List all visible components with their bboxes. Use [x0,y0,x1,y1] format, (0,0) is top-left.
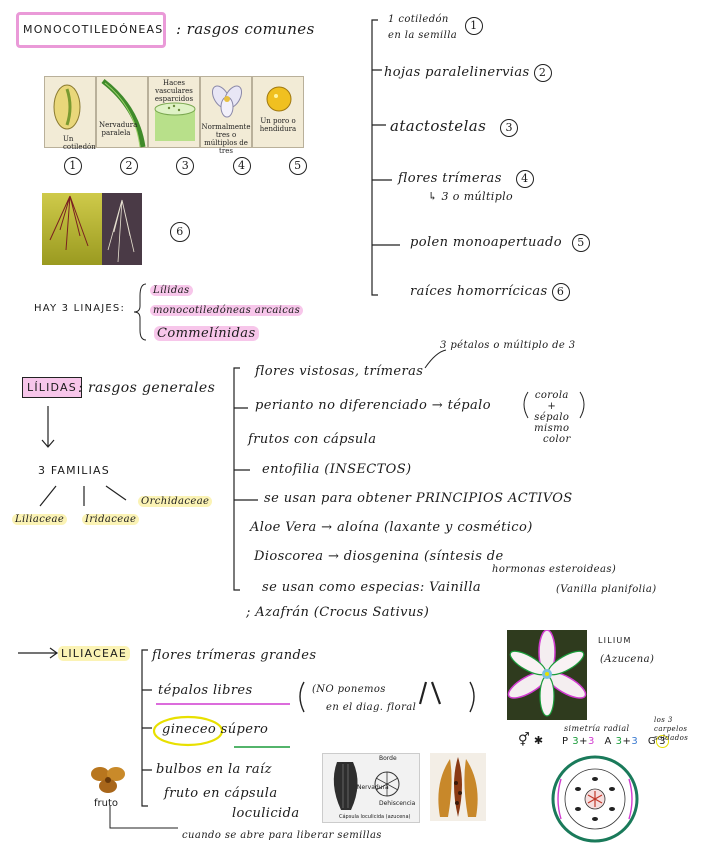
lilidas-trait-5: se usan para obtener PRINCIPIOS ACTIVOS [264,491,573,506]
lilidas-trait-2: perianto no diferenciado → tépalo [255,398,491,413]
lilidas-trait-8: se usan como especias: Vainilla [262,580,482,595]
capsule-icon [333,762,400,810]
open-capsule-icon [438,757,478,817]
formula-note: simetría radial [564,724,630,733]
liliaceae-trait-4: bulbos en la raíz [156,762,272,777]
capsule-label-caption: Cápsula loculicida (azucena) [339,814,411,820]
lilidas-trait-7: Dioscorea → diosgenina (síntesis de [254,549,504,564]
panel-trimerous-flower: Normalmente tres o múltiplos de tres [200,76,252,155]
hermaphrodite-icon: ⚥ [518,733,530,748]
roots-number: 6 [170,222,190,242]
liliaceae-trait-1: flores trímeras grandes [152,648,317,663]
trait-number-3: 3 [500,119,519,137]
liliaceae-title: LILIACEAE [58,646,130,661]
lilidas-trait-8b: (Vanilla planifolia) [556,584,657,595]
lineage-commelinidas: Commelínidas [154,326,259,341]
lilidas-trait-4: entofilia (INSECTOS) [262,462,412,477]
lineages-label: HAY 3 LINAJES: [34,303,126,314]
family-orchidaceae: Orchidaceae [138,496,213,507]
panel-scattered-bundles: Haces vasculares esparcidos [148,76,200,148]
lily-flower-icon [507,630,587,717]
liliaceae-trait-6: loculicida [232,806,300,821]
lilidas-trait-6: Aloe Vera → aloína (laxante y cosmético) [250,520,533,535]
liliaceae-note-2: en el diag. floral [326,702,417,713]
trait-number-2: 2 [533,64,552,82]
lilidas-trait-1: flores vistosas, trímeras [255,364,424,379]
fruto-label: fruto [94,798,119,809]
lilidas-trait-3: frutos con cápsula [248,432,377,447]
open-capsule-photo [430,753,486,821]
panel-parallel-veins: Nervadura paralela [96,76,148,148]
pollen-icon [266,86,292,112]
panel-pollen-pore: Un poro o hendidura [252,76,304,148]
formula-symbols: ⚥ ✱ [518,733,543,748]
lineage-lilidas: Lílidas [150,285,193,296]
capsule-label-nervadura: Nervadura [357,784,389,791]
trait-number-6: 6 [551,283,570,301]
flower-icon [211,85,243,118]
lilidas-trait-7b: hormonas esteroideas) [492,564,617,575]
lilium-common-name: (Azucena) [600,654,655,665]
monocot-subtitle: : rasgos comunes [176,20,315,38]
family-liliaceae: Liliaceae [12,514,68,525]
lilidas-note-top: 3 pétalos o múltiplo de 3 [440,340,576,351]
trait-number-5: 5 [571,234,590,252]
lilidas-title: LÍLIDAS [22,377,82,398]
radial-symmetry-icon: ✱ [533,734,544,747]
liliaceae-trait-2: tépalos libres [158,683,253,698]
leaf-icon [101,79,146,148]
trait-number-4: 4 [515,170,534,188]
capsule-label-borde: Borde [379,755,397,762]
trait-number-1: 1 [464,17,483,35]
lilidas-trait-9: ; Azafrán (Crocus Sativus) [246,605,430,620]
capsule-label-dehiscencia: Dehiscencia [379,800,416,807]
liliaceae-trait-3: gineceo súpero [162,722,269,737]
liliaceae-trait-5: fruto en cápsula [164,786,278,801]
stem-section-icon [154,102,196,141]
lilidas-subtitle: : rasgos generales [78,380,216,396]
liliaceae-trait-7: cuando se abre para liberar semillas [182,830,382,841]
families-label: 3 FAMILIAS [38,464,110,477]
capsule-diagram: Borde Nervadura Dehiscencia Cápsula locu… [322,753,420,823]
panel-cotyledon: Un cotiledón [44,76,96,151]
liliaceae-note-1: (NO ponemos [312,684,386,695]
monocot-title-box [16,12,166,48]
panel-numbers: 1 2 3 4 5 [60,157,307,175]
seed-icon [53,84,81,130]
lily-photo [507,630,587,720]
lineage-monocot-arcaicas: monocotiledóneas arcaicas [150,305,304,316]
lilium-label: LILIUM [598,636,632,645]
monocot-title: MONOCOTILEDÓNEAS [23,23,164,36]
family-iridaceae: Iridaceae [82,514,140,525]
